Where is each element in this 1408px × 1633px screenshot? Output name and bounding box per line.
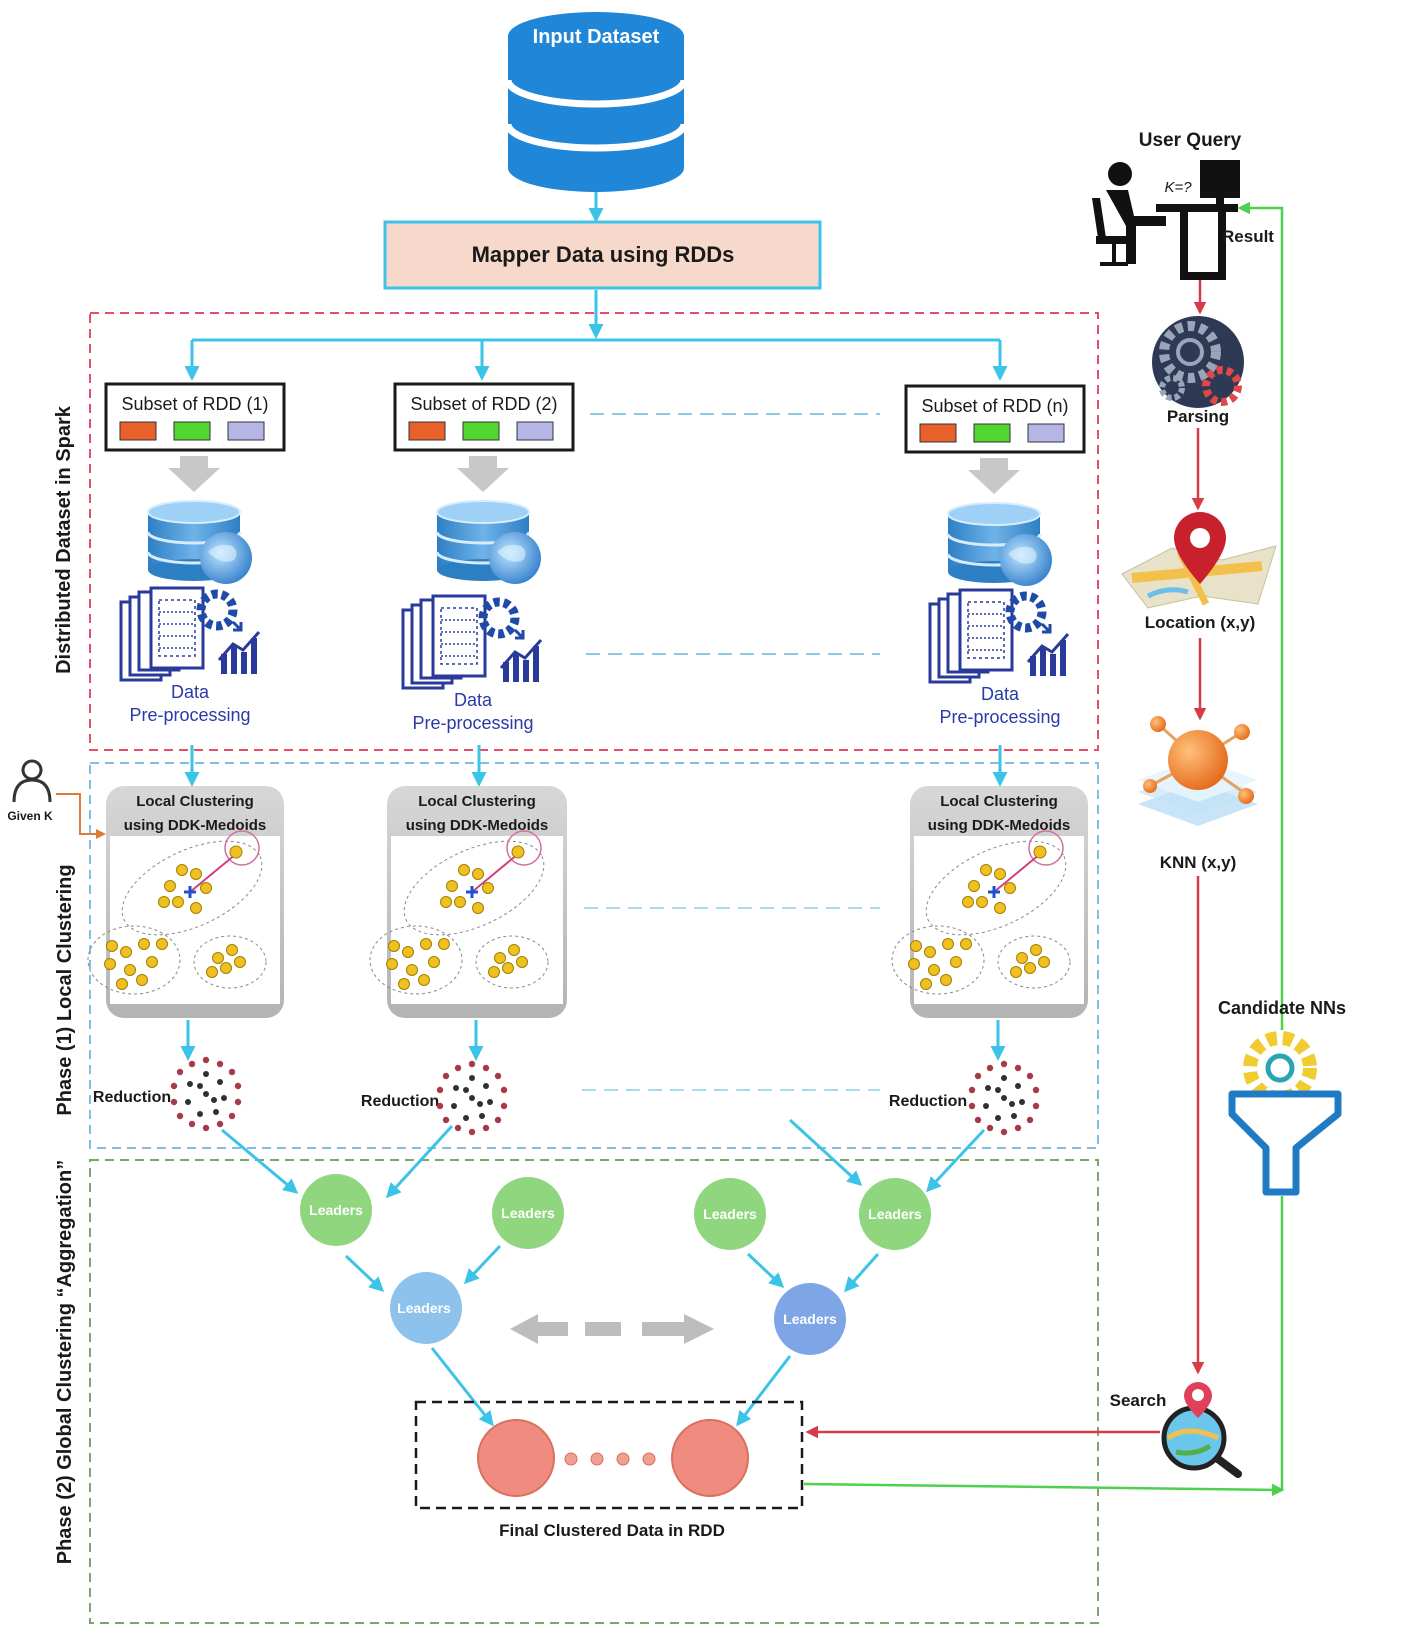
preprocessing-label-1: Pre-processing [129,705,250,725]
search-magnifier-icon [1161,1382,1242,1478]
result-label: Result [1222,227,1274,246]
leaders-node-6 [774,1283,846,1355]
parsing-label: Parsing [1167,407,1229,426]
user-at-computer-icon [1092,160,1240,280]
preprocessing-icon-2 [403,596,541,688]
leaders-node-4 [859,1178,931,1250]
leaders-label-2: Leaders [501,1205,555,1221]
leaders-label-5: Leaders [397,1300,451,1316]
final-cluster-ellipsis [564,1452,656,1466]
phase2-section-title: Phase (2) Global Clustering “Aggregation… [54,1160,76,1565]
leaders-label-1: Leaders [309,1202,363,1218]
local-clustering-title-nb: using DDK-Medoids [928,817,1071,834]
phase2-section-frame [89,1159,1099,1624]
subset-database-icon-2 [435,454,543,586]
leaders-node-1 [300,1174,372,1246]
leaders-node-2 [492,1177,564,1249]
preprocessing-label-n: Pre-processing [939,707,1060,727]
local-clustering-title-2a: Local Clustering [418,793,536,810]
data-label-1: Data [171,682,210,702]
user-query-label: User Query [1139,130,1242,151]
final-clustered-label: Final Clustered Data in RDD [499,1521,725,1540]
local-clustering-title-2b: using DDK-Medoids [406,817,549,834]
subset-box-2 [393,382,575,452]
search-label: Search [1110,1391,1167,1410]
local-clustering-title-1a: Local Clustering [136,793,254,810]
subset-label-n: Subset of RDD (n) [921,396,1068,416]
subset-label-1: Subset of RDD (1) [121,394,268,414]
reduction-points-n [968,1060,1040,1136]
k-query-label: K=? [1164,179,1192,196]
leaders-label-6: Leaders [783,1311,837,1327]
phase1-section-title: Phase (1) Local Clustering [54,864,76,1115]
parsing-gears-icon [1152,316,1244,408]
subset-box-1 [104,382,286,452]
subset-label-2: Subset of RDD (2) [410,394,557,414]
candidate-nns-label: Candidate NNs [1218,998,1346,1018]
reduction-label-n: Reduction [889,1093,967,1110]
data-label-n: Data [981,684,1020,704]
reduction-label-2: Reduction [361,1093,439,1110]
local-clustering-panel-1 [86,786,284,1018]
preprocessing-label-2: Pre-processing [412,713,533,733]
location-map-icon [1121,512,1277,609]
leaders-node-5 [390,1272,462,1344]
reduction-label-1: Reduction [93,1089,171,1106]
location-label: Location (x,y) [1145,613,1256,632]
mapper-box [383,220,822,290]
reduction-points-1 [170,1056,242,1132]
candidate-filter-icon [1228,1031,1342,1196]
given-k-user-icon [12,759,52,803]
distributed-section-title: Distributed Dataset in Spark [53,405,75,674]
data-label-2: Data [454,690,493,710]
exchange-double-arrow [510,1314,714,1344]
given-k-label: Given K [7,809,53,823]
reduction-points-2 [436,1060,508,1136]
final-clustered-frame [414,1400,804,1510]
knn-label: KNN (x,y) [1160,853,1237,872]
local-clustering-panel-2 [368,786,567,1018]
preprocessing-icon-n [930,590,1068,682]
local-clustering-title-na: Local Clustering [940,793,1058,810]
input-dataset-database [504,12,688,192]
phase1-section-frame [89,762,1099,1149]
knn-network-icon [1138,716,1258,826]
subset-database-icon-1 [146,454,254,586]
subset-box-n [904,384,1086,454]
subset-database-icon-n [946,456,1054,588]
leaders-label-4: Leaders [868,1206,922,1222]
preprocessing-icon-1 [121,588,259,680]
input-dataset-label: Input Dataset [533,26,660,48]
leaders-node-3 [694,1178,766,1250]
leaders-label-3: Leaders [703,1206,757,1222]
mapper-label: Mapper Data using RDDs [472,242,735,267]
local-clustering-panel-n [890,786,1088,1018]
final-cluster-node-2 [671,1419,749,1497]
final-cluster-node-1 [477,1419,555,1497]
local-clustering-title-1b: using DDK-Medoids [124,817,267,834]
distributed-section-frame [89,312,1099,751]
